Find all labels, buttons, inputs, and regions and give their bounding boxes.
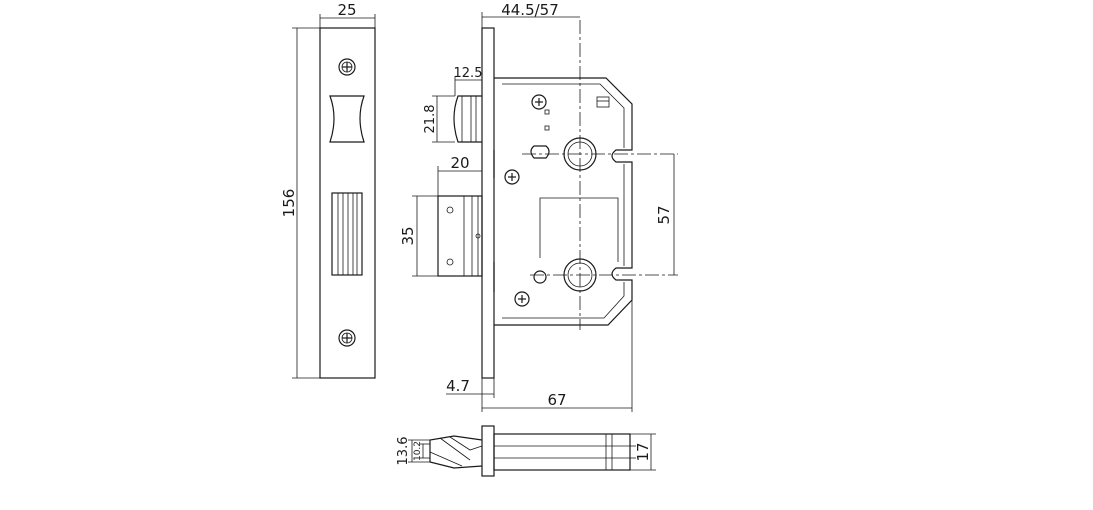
label-faceplate-height: 156 <box>280 189 298 218</box>
label-forend-thickness: 4.7 <box>446 377 470 395</box>
lock-body-side-view <box>437 20 678 379</box>
latch-window <box>329 95 365 143</box>
case-screw-bottom-icon <box>514 291 530 307</box>
deadbolt-slot <box>331 192 363 276</box>
dimension-case-depth: 67 <box>482 300 633 412</box>
lock-case <box>494 77 633 326</box>
faceplate-front-view <box>319 27 376 379</box>
dimension-thickness: 13.6 10.2 <box>396 437 430 466</box>
bottom-screw-icon <box>338 329 356 347</box>
label-latch-height: 21.8 <box>423 105 438 134</box>
top-screw-icon <box>338 58 356 76</box>
label-case-width: 17 <box>634 442 652 461</box>
label-centers: 57 <box>655 205 673 224</box>
forend-strip <box>481 27 495 379</box>
dimension-bolt-height: 35 <box>399 195 438 277</box>
label-case-depth: 67 <box>547 391 566 409</box>
lock-top-view <box>429 425 636 477</box>
dimension-backset: 44.5/57 <box>481 1 580 28</box>
dimension-forend-thickness: 4.7 <box>446 377 495 412</box>
label-latch-projection: 12.5 <box>454 66 483 81</box>
case-screw-top-icon <box>531 94 547 110</box>
dead-bolt <box>437 195 483 277</box>
label-faceplate-width: 25 <box>337 1 356 19</box>
dimension-faceplate-width: 25 <box>319 1 376 28</box>
label-bolt-projection: 20 <box>450 154 469 172</box>
label-thickness-outer: 13.6 <box>396 437 411 466</box>
dimension-centers: 57 <box>655 154 675 275</box>
case-screw-mid-icon <box>504 169 520 185</box>
dimension-faceplate-height: 156 <box>280 27 320 379</box>
dimension-case-width: 17 <box>630 433 656 471</box>
label-bolt-height: 35 <box>399 226 417 245</box>
dimension-latch-projection: 12.5 <box>454 66 483 96</box>
dimension-bolt-projection: 20 <box>437 154 483 196</box>
latch-bolt <box>453 95 482 143</box>
dimension-latch-height: 21.8 <box>423 95 455 143</box>
label-backset: 44.5/57 <box>501 1 559 19</box>
label-thickness-inner: 10.2 <box>413 441 423 461</box>
